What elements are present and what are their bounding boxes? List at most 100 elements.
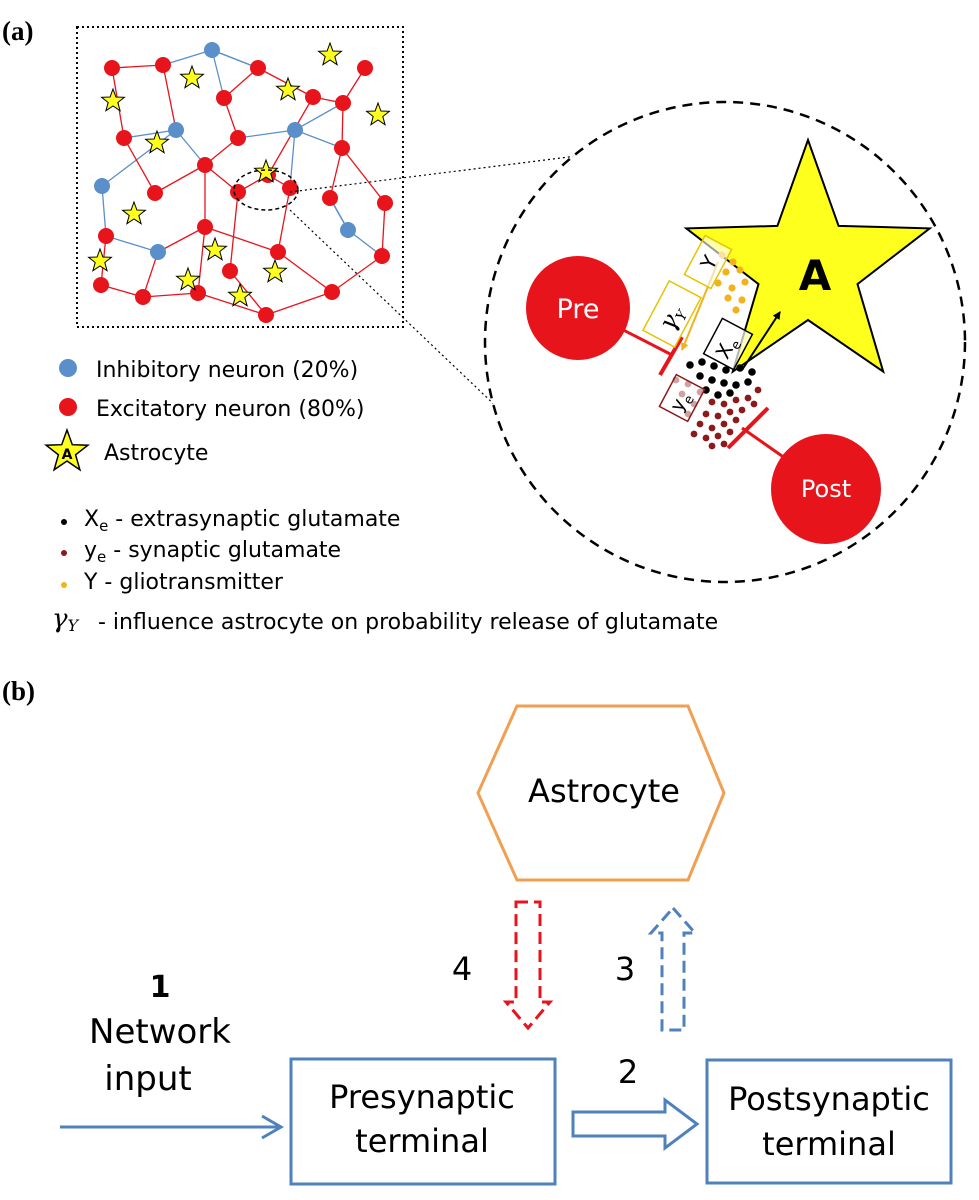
network-edge bbox=[105, 235, 159, 253]
excitatory-neuron bbox=[230, 130, 246, 146]
key-gamma-symbol: γY bbox=[52, 604, 80, 635]
network-frame bbox=[76, 26, 404, 328]
synaptic-dot bbox=[732, 396, 740, 404]
network-astrocyte-star bbox=[175, 266, 201, 291]
extrasynaptic-dot bbox=[708, 376, 716, 384]
gliotransmitter-dot bbox=[738, 296, 746, 304]
excitatory-neuron bbox=[98, 228, 114, 244]
gliotransmitter-dots bbox=[714, 251, 749, 314]
gliotransmitter-dot bbox=[732, 306, 740, 314]
key-xe-desc: - extrasynaptic glutamate bbox=[108, 507, 400, 532]
network-astrocyte-star bbox=[179, 64, 205, 89]
synaptic-dot bbox=[708, 442, 716, 450]
network-edge bbox=[101, 129, 177, 187]
extrasynaptic-dot bbox=[732, 381, 740, 389]
excitatory-neuron bbox=[258, 307, 274, 323]
synaptic-dot bbox=[726, 408, 734, 416]
key-ye-desc: - synaptic glutamate bbox=[106, 538, 341, 563]
synaptic-dot bbox=[726, 428, 734, 436]
box-xe: Xe bbox=[702, 317, 754, 371]
network-edges bbox=[100, 49, 386, 316]
network-edge bbox=[329, 147, 343, 199]
key-ye: ye - synaptic glutamate bbox=[84, 538, 341, 566]
legend-inhibitory-dot bbox=[59, 359, 77, 377]
box-ye: ye bbox=[658, 373, 706, 423]
key-gamma-sub: Y bbox=[68, 616, 80, 635]
excitatory-neuron bbox=[357, 60, 373, 76]
network-edge bbox=[277, 251, 333, 293]
synaptic-dot bbox=[702, 410, 710, 418]
extrasynaptic-dot bbox=[698, 358, 706, 366]
excitatory-neuron bbox=[222, 263, 238, 279]
legend-astrocyte-star bbox=[44, 427, 90, 472]
network-edge bbox=[381, 202, 386, 257]
inhibitory-neuron bbox=[340, 222, 356, 238]
synaptic-dot bbox=[754, 386, 762, 394]
network-astrocyte-star bbox=[144, 129, 170, 154]
network-edge bbox=[265, 291, 333, 316]
extrasynaptic-dot bbox=[696, 372, 704, 380]
key-ye-dot bbox=[61, 550, 67, 556]
inhibitory-neuron bbox=[94, 178, 110, 194]
network-stars bbox=[87, 41, 391, 307]
excitatory-neuron bbox=[270, 244, 286, 260]
presynaptic-box bbox=[289, 1057, 557, 1186]
key-ye-main: y bbox=[84, 538, 97, 563]
excitatory-neuron bbox=[197, 157, 213, 173]
postsynaptic-box bbox=[705, 1058, 953, 1185]
extrasynaptic-dot bbox=[722, 366, 730, 374]
gliotransmitter-dot bbox=[724, 294, 732, 302]
network-nodes bbox=[93, 42, 393, 323]
synaptic-dot bbox=[690, 430, 698, 438]
box-y: Y bbox=[683, 234, 733, 290]
key-xe-main: X bbox=[84, 507, 99, 532]
extrasynaptic-arrow bbox=[741, 311, 781, 371]
synaptic-dot bbox=[732, 416, 740, 424]
key-gamma-desc: - influence astrocyte on probability rel… bbox=[98, 610, 718, 635]
network-input-line2: input bbox=[104, 1059, 191, 1099]
post-neuron-label: Post bbox=[801, 475, 851, 503]
legend-astrocyte-letter: A bbox=[62, 447, 73, 463]
network-input-number: 1 bbox=[150, 970, 171, 1005]
pre-terminal-bar bbox=[658, 335, 684, 377]
excitatory-neuron bbox=[155, 57, 171, 73]
presynaptic-line2: terminal bbox=[355, 1122, 489, 1160]
extrasynaptic-dot bbox=[710, 362, 718, 370]
arrow-2-right bbox=[571, 1097, 700, 1151]
inhibitory-neuron bbox=[204, 42, 220, 58]
key-ye-sub: e bbox=[97, 548, 106, 566]
network-astrocyte-star bbox=[121, 200, 147, 225]
excitatory-neuron bbox=[230, 184, 246, 200]
network-astrocyte-star bbox=[202, 236, 228, 261]
synaptic-dot bbox=[714, 432, 722, 440]
arrow-2-number: 2 bbox=[618, 1053, 638, 1091]
synaptic-dot bbox=[720, 440, 728, 448]
box-gamma: γY bbox=[641, 279, 703, 349]
key-y: Y - gliotransmitter bbox=[83, 570, 284, 595]
network-edge bbox=[111, 64, 164, 69]
extrasynaptic-dot bbox=[748, 368, 756, 376]
network-edge bbox=[123, 129, 177, 139]
zoom-source-ellipse bbox=[233, 169, 299, 211]
arrow-4-down bbox=[502, 900, 554, 1031]
gliotransmitter-dot bbox=[736, 266, 744, 274]
key-xe-dot bbox=[61, 519, 67, 525]
network-astrocyte-star bbox=[365, 101, 391, 126]
excitatory-neuron bbox=[116, 130, 132, 146]
excitatory-neuron bbox=[374, 248, 390, 264]
network-edge bbox=[341, 147, 386, 204]
inhibitory-neuron bbox=[150, 244, 166, 260]
synaptic-dot bbox=[708, 398, 716, 406]
synaptic-dot bbox=[720, 400, 728, 408]
extrasynaptic-dot bbox=[714, 391, 722, 399]
network-edge bbox=[289, 129, 296, 189]
network-edge bbox=[162, 64, 177, 131]
network-edge bbox=[197, 226, 206, 294]
excitatory-neuron bbox=[377, 195, 393, 211]
postsynaptic-line1: Postsynaptic bbox=[728, 1080, 930, 1118]
network-astrocyte-star bbox=[262, 258, 288, 283]
zoom-astrocyte-letter: A bbox=[799, 251, 832, 300]
excitatory-neuron bbox=[135, 289, 151, 305]
synaptic-dot bbox=[714, 412, 722, 420]
network-input-line1: Network bbox=[89, 1012, 231, 1052]
